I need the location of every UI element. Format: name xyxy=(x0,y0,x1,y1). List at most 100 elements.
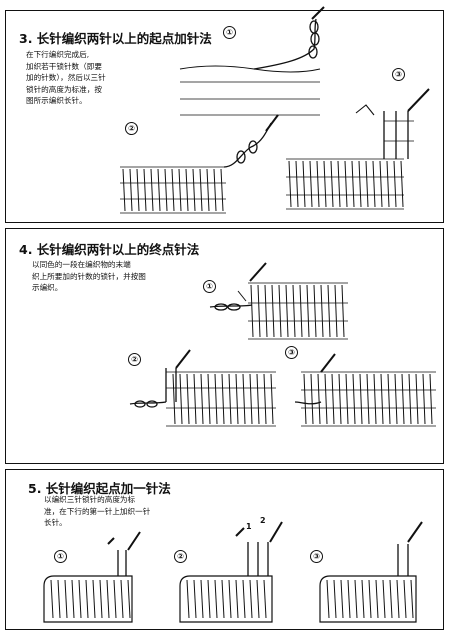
stitch-mark xyxy=(347,579,351,619)
section-5-figure-1 xyxy=(43,531,141,623)
stitch-mark xyxy=(235,579,239,619)
stitch-mark xyxy=(228,579,232,619)
stitch-mark xyxy=(50,579,54,619)
stitch-mark xyxy=(320,284,324,338)
stitch-mark xyxy=(365,160,369,208)
stitch-mark xyxy=(341,284,345,338)
section-4-title: 4. 长针编织两针以上的终点针法 xyxy=(19,242,200,257)
section-4-figure-3 xyxy=(294,353,436,427)
section-3-step-1-label: ① xyxy=(223,26,236,39)
stitch-mark xyxy=(316,160,320,208)
stitch-mark xyxy=(249,373,253,425)
stitch-mark xyxy=(327,284,331,338)
stitch-mark xyxy=(64,579,68,619)
stitch-mark xyxy=(221,579,225,619)
section-4-description: 以同色的一段在编织物的末端 织上所要加的针数的锁针，并按图 示编织。 xyxy=(32,260,146,293)
stitch-mark xyxy=(256,373,260,425)
stitch-mark xyxy=(358,160,362,208)
stitch-mark xyxy=(185,168,189,212)
section-3-step-2-label: ② xyxy=(125,122,138,135)
section-4-step-2-label: ② xyxy=(128,353,141,366)
stitch-mark xyxy=(228,373,232,425)
stitch-mark xyxy=(106,579,110,619)
stitch-mark xyxy=(351,160,355,208)
section-4-step-3-label: ③ xyxy=(285,346,298,359)
stitch-mark xyxy=(303,373,307,425)
stitch-mark xyxy=(408,373,412,425)
stitch-mark xyxy=(193,373,197,425)
stitch-mark xyxy=(317,373,321,425)
stitch-mark xyxy=(278,284,282,338)
stitch-mark xyxy=(379,160,383,208)
stitch-mark xyxy=(207,373,211,425)
stitch-mark xyxy=(71,579,75,619)
section-5-description: 以编织三针锁针的高度为标 准，在下行的第一针上加织一针 长针。 xyxy=(44,495,151,528)
stitch-mark xyxy=(366,373,370,425)
stitch-mark xyxy=(200,579,204,619)
stitch-mark xyxy=(375,579,379,619)
stitch-mark xyxy=(401,373,405,425)
stitch-mark xyxy=(179,373,183,425)
stitch-mark xyxy=(150,168,154,212)
stitch-mark xyxy=(250,284,254,338)
stitch-mark xyxy=(200,373,204,425)
stitch-mark xyxy=(256,579,260,619)
stitch-mark xyxy=(337,160,341,208)
stitch-mark xyxy=(415,373,419,425)
stitch-mark xyxy=(403,579,407,619)
stitch-mark xyxy=(192,168,196,212)
stitch-mark xyxy=(172,373,176,425)
section-5-figure-3 xyxy=(319,521,423,623)
stitch-mark xyxy=(368,579,372,619)
stitch-mark xyxy=(295,160,299,208)
stitch-mark xyxy=(324,373,328,425)
section-3-step-3-label: ③ xyxy=(392,68,405,81)
stitch-mark xyxy=(242,373,246,425)
stitch-mark xyxy=(186,373,190,425)
stitch-mark xyxy=(382,579,386,619)
stitch-mark xyxy=(313,284,317,338)
stitch-mark xyxy=(264,284,268,338)
section-3-figure-3 xyxy=(286,88,430,210)
stitch-mark xyxy=(422,373,426,425)
section-5-arrow-label-2: 2 xyxy=(260,516,266,525)
stitch-mark xyxy=(120,579,124,619)
stitch-mark xyxy=(99,579,103,619)
section-4-figure-1 xyxy=(209,262,348,340)
stitch-mark xyxy=(361,579,365,619)
stitch-mark xyxy=(326,579,330,619)
stitch-mark xyxy=(143,168,147,212)
stitch-mark xyxy=(288,160,292,208)
stitch-mark xyxy=(199,168,203,212)
stitch-mark xyxy=(344,160,348,208)
stitch-mark xyxy=(221,373,225,425)
section-4-figure-2 xyxy=(129,349,276,427)
stitch-mark xyxy=(171,168,175,212)
stitch-mark xyxy=(214,579,218,619)
stitch-mark xyxy=(113,579,117,619)
stitch-mark xyxy=(310,373,314,425)
stitch-mark xyxy=(429,373,433,425)
stitch-mark xyxy=(78,579,82,619)
section-5: 5. 长针编织起点加一针法 以编织三针锁针的高度为标 准，在下行的第一针上加织一… xyxy=(5,469,444,630)
stitch-mark xyxy=(299,284,303,338)
stitch-mark xyxy=(372,160,376,208)
stitch-mark xyxy=(127,579,131,619)
stitch-mark xyxy=(386,160,390,208)
stitch-mark xyxy=(352,373,356,425)
stitch-mark xyxy=(340,579,344,619)
stitch-mark xyxy=(309,160,313,208)
stitch-mark xyxy=(207,579,211,619)
section-5-step-1-label: ① xyxy=(54,550,67,563)
section-4: 4. 长针编织两针以上的终点针法 以同色的一段在编织物的末端 织上所要加的针数的… xyxy=(5,228,444,464)
section-5-step-2-label: ② xyxy=(174,550,187,563)
stitch-mark xyxy=(333,579,337,619)
stitch-mark xyxy=(389,579,393,619)
stitch-mark xyxy=(354,579,358,619)
stitch-mark xyxy=(393,160,397,208)
stitch-mark xyxy=(359,373,363,425)
stitch-mark xyxy=(380,373,384,425)
stitch-mark xyxy=(400,160,404,208)
stitch-mark xyxy=(214,373,218,425)
section-3-figure-1 xyxy=(179,6,325,125)
